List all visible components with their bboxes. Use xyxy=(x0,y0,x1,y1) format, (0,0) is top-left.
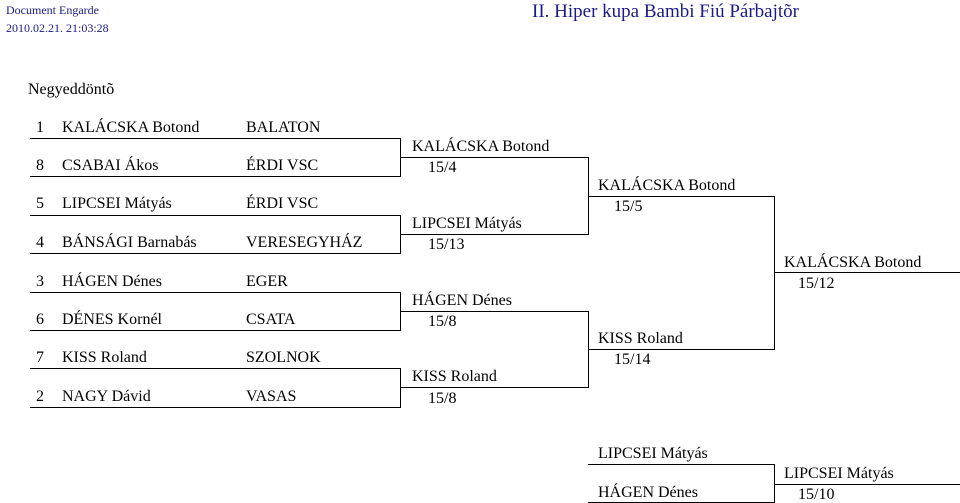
entry-seed: 8 xyxy=(36,157,44,174)
champion-name: KALÁCSKA Botond xyxy=(784,254,922,271)
entry-name: KISS Roland xyxy=(62,349,147,366)
third-place-player: LIPCSEI Mátyás xyxy=(598,445,708,462)
bracket-line xyxy=(774,484,960,485)
entry-club: CSATA xyxy=(246,311,296,328)
bracket-line xyxy=(30,330,400,331)
third-place-winner-score: 15/10 xyxy=(798,486,835,503)
entry-seed: 5 xyxy=(36,195,44,212)
bracket-line xyxy=(30,176,400,177)
champion-score: 15/12 xyxy=(798,275,835,292)
third-place-winner-name: LIPCSEI Mátyás xyxy=(784,465,894,482)
bracket-connector xyxy=(400,368,401,408)
page-title: II. Hiper kupa Bambi Fiú Párbajtõr xyxy=(532,1,800,22)
entry-name: BÁNSÁGI Barnabás xyxy=(62,234,197,251)
bracket-line xyxy=(30,215,400,216)
entry-name: LIPCSEI Mátyás xyxy=(62,195,172,212)
entry-club: EGER xyxy=(246,273,288,290)
bracket-line xyxy=(588,464,774,465)
entry-seed: 6 xyxy=(36,311,44,328)
entry-seed: 2 xyxy=(36,388,44,405)
bracket-line xyxy=(30,138,400,139)
third-place-player: HÁGEN Dénes xyxy=(598,484,698,501)
entry-club: ÉRDI VSC xyxy=(246,157,319,174)
entry-club: ÉRDI VSC xyxy=(246,195,319,212)
bracket-line xyxy=(30,368,400,369)
semifinal-name: KISS Roland xyxy=(412,368,497,385)
bracket-connector xyxy=(774,196,775,350)
bracket-line xyxy=(774,272,960,273)
semifinal-score: 15/13 xyxy=(428,236,465,253)
bracket-line xyxy=(30,407,400,408)
semifinal-score: 15/4 xyxy=(428,159,457,176)
semifinal-score: 15/8 xyxy=(428,390,457,407)
bracket-line xyxy=(400,234,588,235)
semifinal-name: HÁGEN Dénes xyxy=(412,292,512,309)
final-name: KALÁCSKA Botond xyxy=(598,177,736,194)
entry-seed: 1 xyxy=(36,119,44,136)
bracket-connector xyxy=(774,464,775,503)
bracket-line xyxy=(400,387,588,388)
semifinal-name: KALÁCSKA Botond xyxy=(412,138,550,155)
entry-seed: 4 xyxy=(36,234,44,251)
entry-name: KALÁCSKA Botond xyxy=(62,119,200,136)
bracket-line xyxy=(588,349,774,350)
semifinal-name: LIPCSEI Mátyás xyxy=(412,215,522,232)
bracket-line xyxy=(30,292,400,293)
entry-club: VERESEGYHÁZ xyxy=(246,234,363,251)
bracket-line xyxy=(588,196,774,197)
entry-club: SZOLNOK xyxy=(246,349,321,366)
final-score: 15/14 xyxy=(614,351,651,368)
round-label: Negyeddöntõ xyxy=(28,81,115,98)
software-label: Document Engarde xyxy=(6,3,99,17)
entry-seed: 7 xyxy=(36,349,44,366)
bracket-line xyxy=(400,311,588,312)
final-name: KISS Roland xyxy=(598,330,683,347)
entry-club: BALATON xyxy=(246,119,321,136)
entry-club: VASAS xyxy=(246,388,297,405)
bracket-line xyxy=(30,253,400,254)
entry-name: DÉNES Kornél xyxy=(62,311,162,328)
entry-seed: 3 xyxy=(36,273,44,290)
final-score: 15/5 xyxy=(614,198,643,215)
semifinal-score: 15/8 xyxy=(428,313,457,330)
timestamp: 2010.02.21. 21:03:28 xyxy=(6,21,109,35)
entry-name: NAGY Dávid xyxy=(62,388,151,405)
entry-name: HÁGEN Dénes xyxy=(62,273,162,290)
bracket-line xyxy=(400,157,588,158)
entry-name: CSABAI Ákos xyxy=(62,157,159,174)
